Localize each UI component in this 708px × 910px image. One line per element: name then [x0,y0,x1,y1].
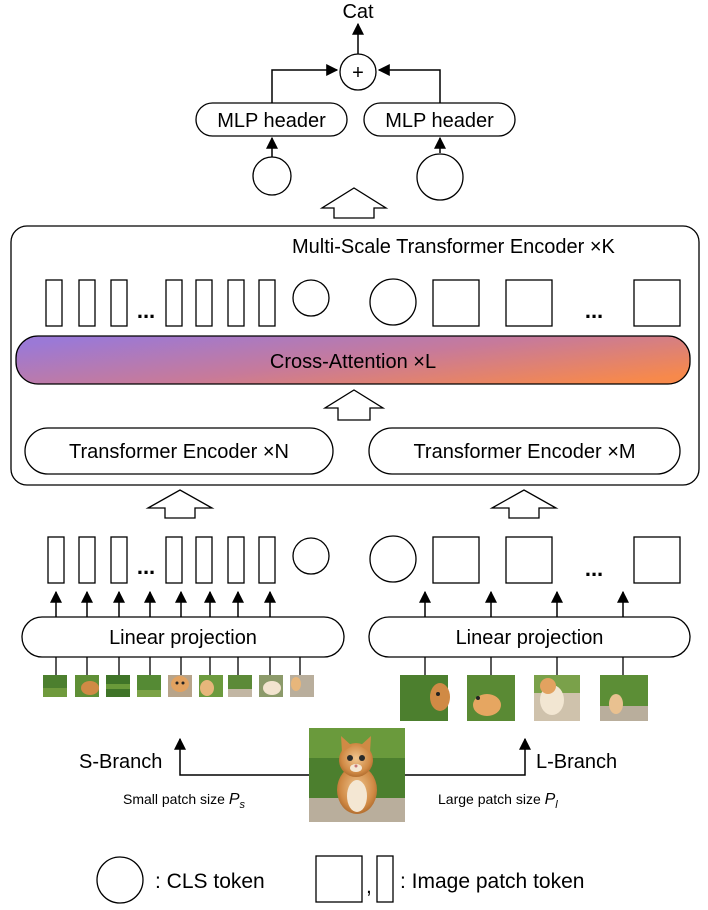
cls-token-small [292,279,330,317]
small-patch-subscript: s [240,799,246,811]
patch-token-small [227,279,245,327]
image-patch-large [600,675,648,721]
l-branch-label: L-Branch [536,751,617,773]
cross-attention-label: Cross-Attention ×L [270,351,436,373]
input-kitten-image [309,728,405,822]
sum-symbol: + [352,62,364,84]
cls-token-large [369,535,417,583]
ellipsis: ... [137,554,155,579]
image-patch-small [168,675,192,697]
ellipsis: ... [137,298,155,323]
s-branch-arrow [174,737,309,776]
projection-to-token-arrows [50,590,629,617]
transformer-encoder-large: Transformer Encoder ×M [368,427,681,475]
large-tokens-to-encoder-block-arrow [489,489,559,519]
patch-token-large [432,279,480,327]
cls-token-small [292,537,330,575]
image-patch-large [400,675,450,721]
linear-projection-large-label: Linear projection [456,627,604,649]
image-patch-small [137,675,161,697]
patch-token-large [633,279,681,327]
legend-cls-symbol [96,856,144,904]
patch-token-small [110,536,128,584]
output-label: Cat [342,1,374,23]
patch-token-small [45,279,63,327]
input-tokens: ... ... [47,535,681,584]
small-patch-caption-text: Small patch size [123,791,229,807]
patch-token-small [258,536,276,584]
ellipsis: ... [585,298,603,323]
small-tokens-to-encoder-block-arrow [145,489,215,519]
patch-token-small [47,536,65,584]
large-patch-subscript: l [555,799,558,811]
encoder-to-head-block-arrow [319,187,389,219]
image-patch-small [290,675,314,697]
legend-cls-label: : CLS token [155,870,265,893]
patch-to-projection-lines [55,657,624,675]
legend-patch-label: : Image patch token [400,870,584,893]
patch-token-small [78,279,96,327]
image-patch-small [228,675,252,697]
legend-patch-narrow-symbol [376,855,394,903]
head-left-to-sum-arrow [271,64,339,103]
transformer-encoder-small: Transformer Encoder ×N [24,427,334,475]
mlp-header-right: MLP header [363,102,516,137]
patch-token-small [195,279,213,327]
head-right-to-sum-arrow [377,64,441,103]
large-patch-caption: Large patch size Pl [438,791,558,811]
cls-token-small-output [252,156,292,196]
image-patch-large [467,675,515,721]
image-patch-small [43,675,67,697]
image-patch-small [259,675,283,697]
patch-token-small [78,536,96,584]
cls-token-large [369,278,417,326]
transformer-encoder-small-label: Transformer Encoder ×N [69,441,289,463]
large-image-patches [400,675,648,721]
ellipsis: ... [585,556,603,581]
large-patch-caption-text: Large patch size [438,791,545,807]
patch-token-large [505,279,553,327]
transformer-encoder-large-label: Transformer Encoder ×M [413,441,635,463]
multi-scale-encoder-title: Multi-Scale Transformer Encoder ×K [292,236,616,258]
legend-patch-square-symbol [315,855,363,903]
image-patch-large [534,675,580,721]
small-patch-caption: Small patch size Ps [123,791,246,811]
linear-projection-small-label: Linear projection [109,627,257,649]
linear-projection-small: Linear projection [21,616,345,658]
cls-token-large-output [416,153,464,201]
sum-node: + [339,53,377,91]
encoder-output-tokens: ... ... [45,278,681,327]
mlp-header-right-label: MLP header [385,110,494,132]
patch-token-large [505,536,553,584]
patch-token-small [165,279,183,327]
patch-token-small [227,536,245,584]
image-patch-small [199,675,223,697]
legend: : CLS token , : Image patch token [96,855,584,904]
patch-token-large [432,536,480,584]
patch-token-small [165,536,183,584]
s-branch-label: S-Branch [79,751,162,773]
patch-token-small [195,536,213,584]
patch-token-small [110,279,128,327]
mlp-header-left: MLP header [195,102,348,137]
l-branch-arrow [405,737,531,776]
image-patch-small [106,675,130,697]
patch-token-small [258,279,276,327]
mlp-header-left-label: MLP header [217,110,326,132]
encoders-to-cross-attention-block-arrow [322,389,386,421]
patch-token-large [633,536,681,584]
legend-separator: , [366,875,372,898]
cross-attention-block: Cross-Attention ×L [15,335,691,385]
small-patch-variable: P [229,791,240,808]
small-image-patches [43,675,314,697]
linear-projection-large: Linear projection [368,616,691,658]
image-patch-small [75,675,99,697]
large-patch-variable: P [545,791,556,808]
